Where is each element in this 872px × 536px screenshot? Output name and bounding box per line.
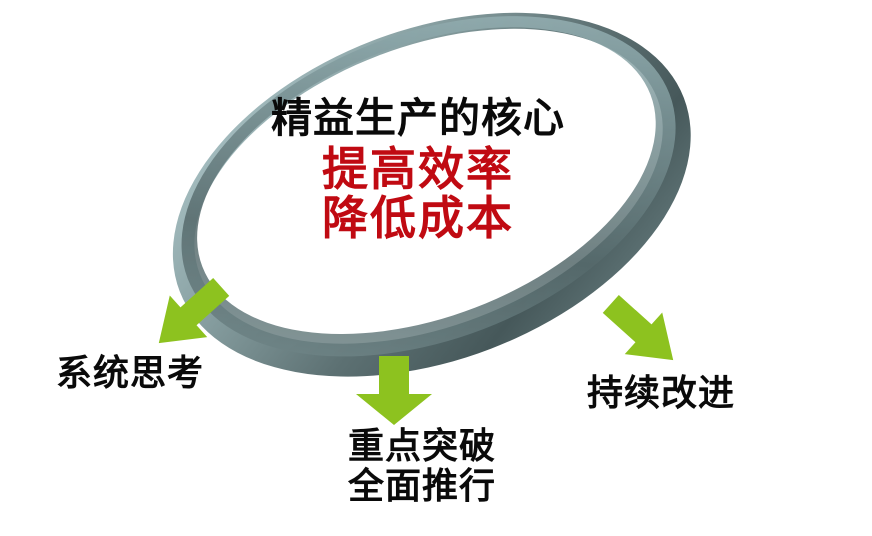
branch-label-right: 持续改进 — [587, 373, 736, 414]
center-title: 精益生产的核心 — [271, 94, 565, 142]
arrow-down-right-icon — [602, 294, 674, 361]
center-goal-1: 提高效率 — [322, 141, 514, 196]
branch-label-center-line2: 全面推行 — [347, 466, 496, 508]
arrow-down-left-icon — [158, 277, 230, 344]
arrow-down-icon — [356, 356, 432, 425]
branch-label-left: 系统思考 — [56, 353, 205, 394]
center-message-block: 精益生产的核心 提高效率 降低成本 — [178, 94, 658, 245]
branch-label-center-line1: 重点突破 — [347, 426, 496, 467]
center-goal-2: 降低成本 — [322, 190, 514, 245]
branch-label-center: 重点突破 全面推行 — [322, 426, 522, 508]
